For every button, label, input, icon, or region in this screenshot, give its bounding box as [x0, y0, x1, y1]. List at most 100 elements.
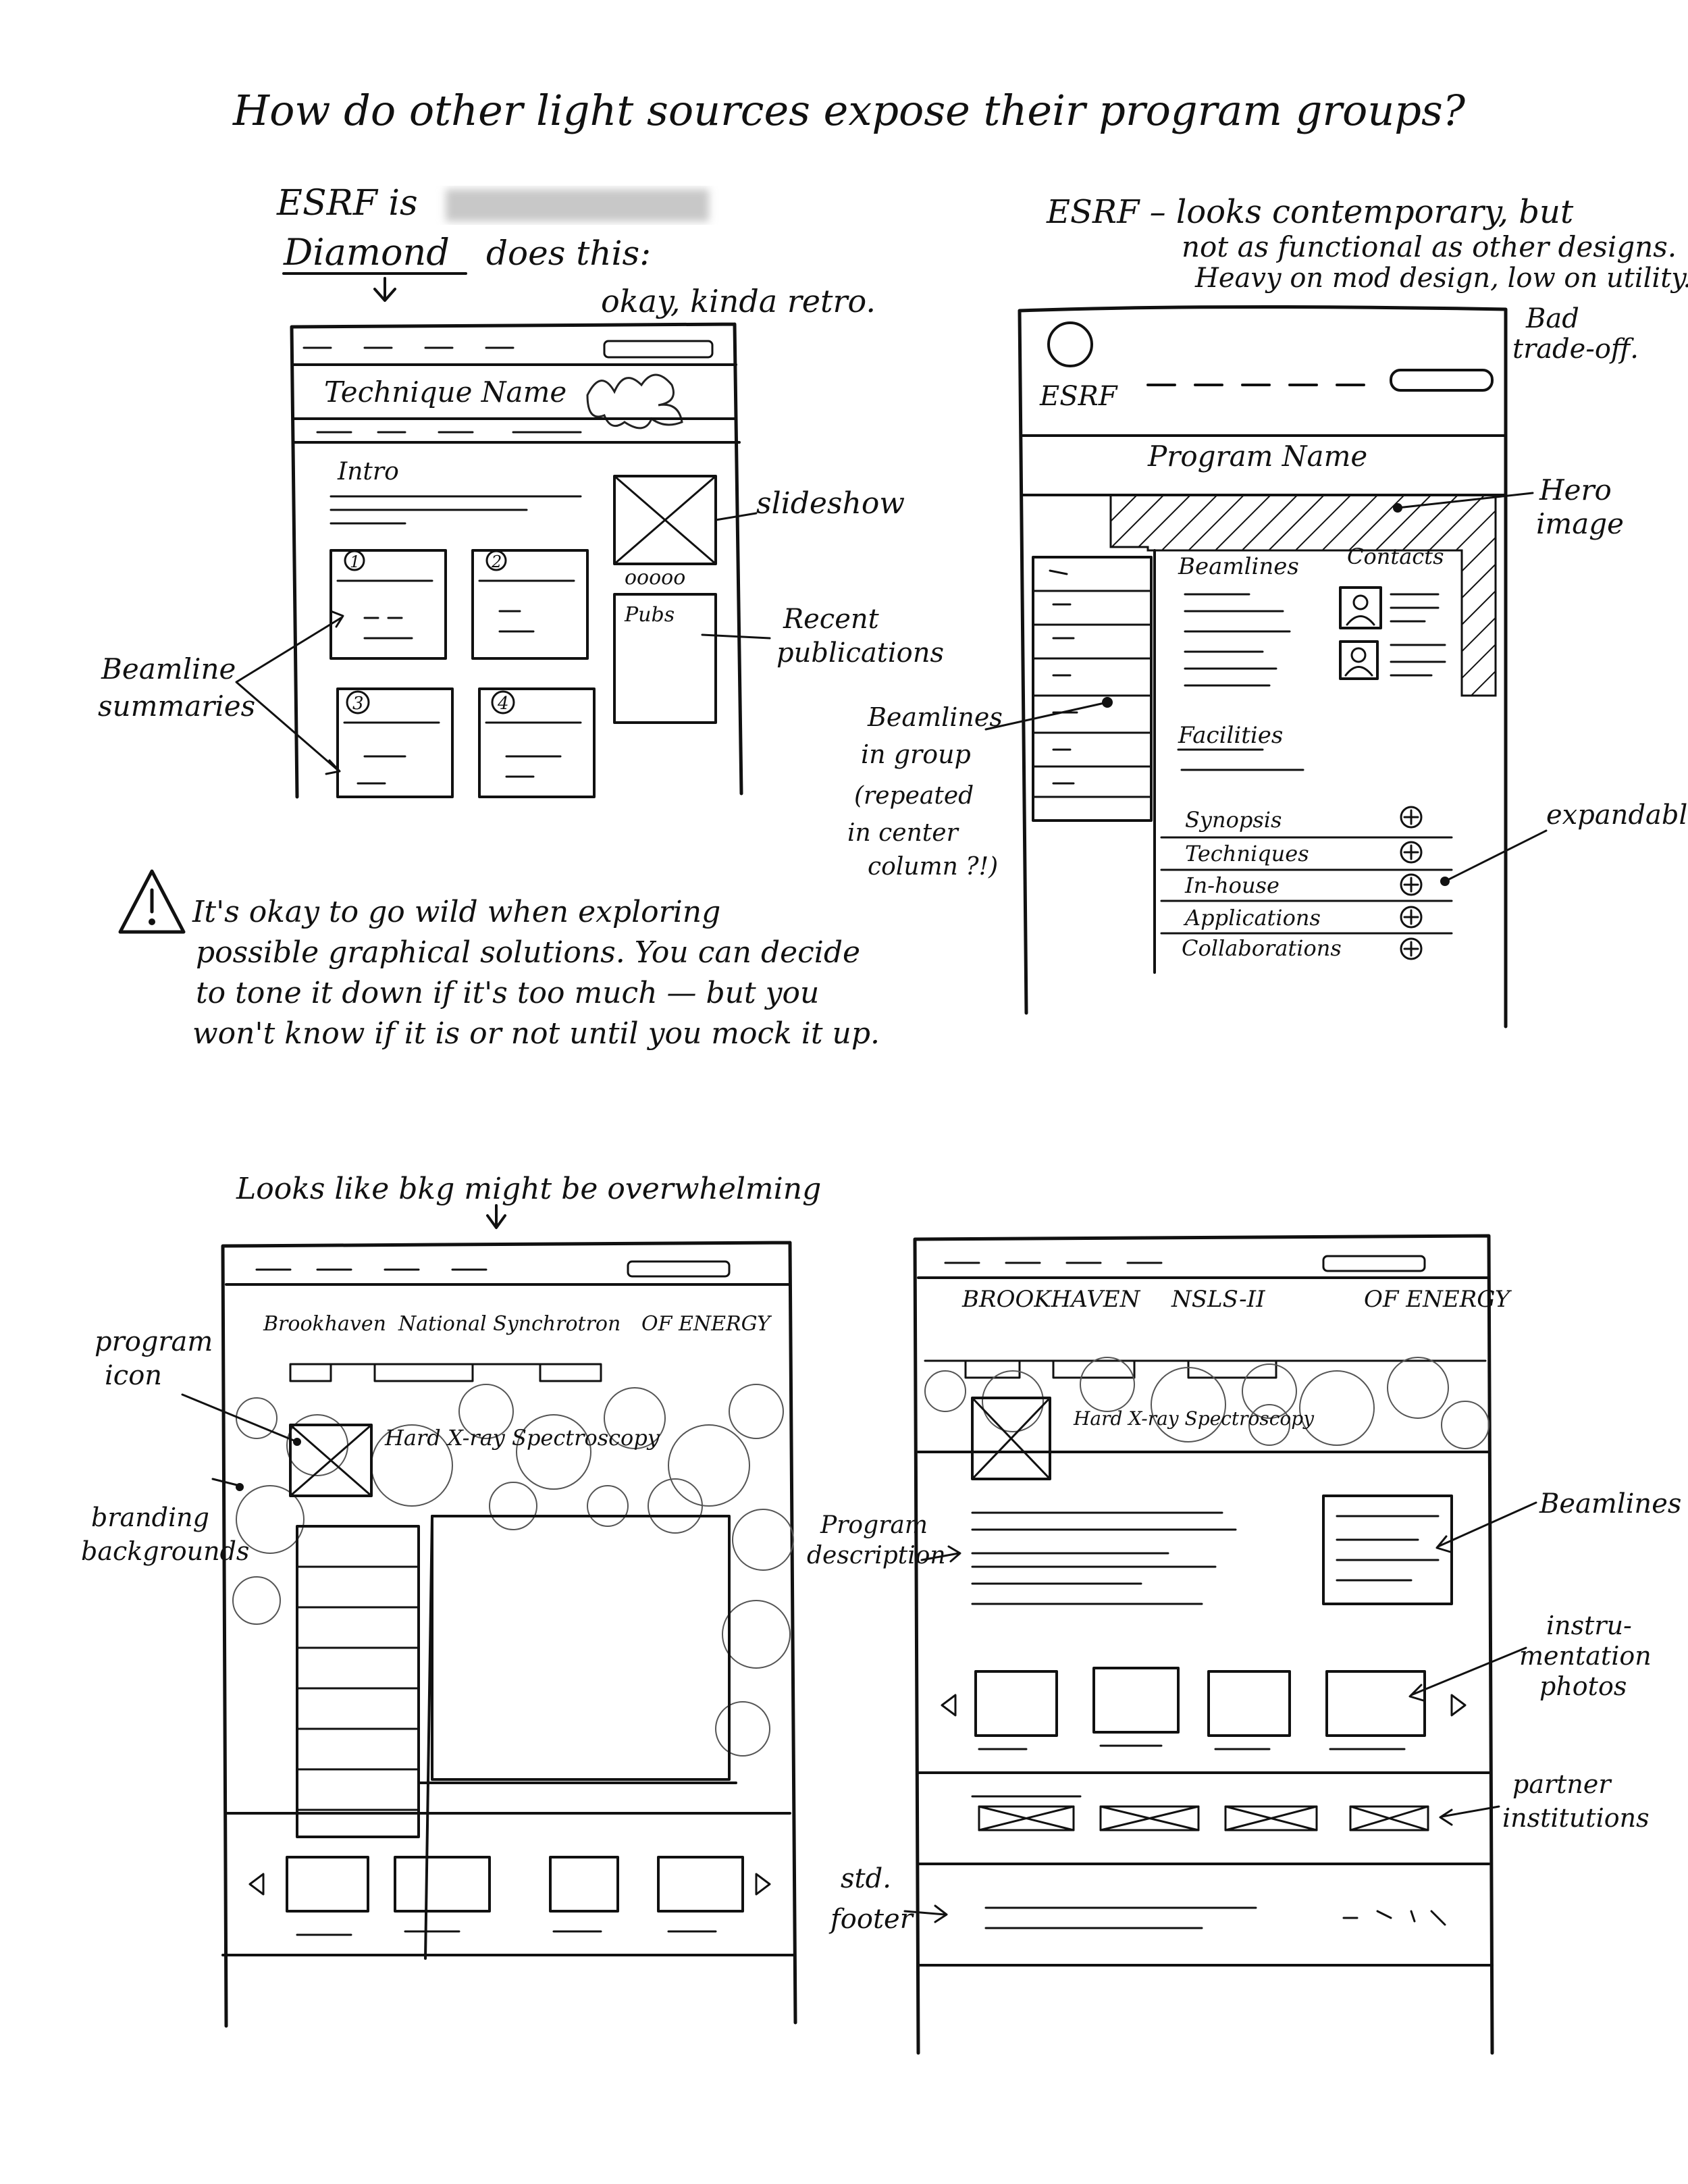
annotation-partner-2: institutions: [1502, 1803, 1650, 1833]
diamond-mockup: Technique Name Intro ooooo Pubs 1 2 3: [290, 322, 743, 799]
annotation-instrumentation-2: mentation: [1519, 1641, 1652, 1671]
annotation-recent-2: publications: [776, 638, 944, 669]
annotation-program-description-2: description: [807, 1542, 946, 1569]
esrf-logo-circle-icon: [1047, 321, 1093, 367]
plus-circle-icon: [1400, 806, 1423, 829]
annotation-footer-2: footer: [828, 1904, 915, 1935]
hand-scribble-decoration: [586, 373, 683, 430]
down-arrow-icon: [486, 1204, 506, 1229]
annotation-instrumentation-1: instru-: [1546, 1611, 1632, 1640]
contacts-label: Contacts: [1347, 544, 1444, 569]
annotation-partner-1: partner: [1512, 1769, 1612, 1799]
carousel-photo: [286, 1856, 369, 1913]
beamline-card-1: 1: [329, 549, 447, 660]
program-icon-pointer: [181, 1393, 298, 1443]
warning-line-2: possible graphical solutions. You can de…: [196, 935, 860, 970]
instrumentation-pointer: [1408, 1646, 1527, 1702]
warning-line-4: won't know if it is or not until you moc…: [192, 1016, 880, 1051]
down-arrow-icon: [373, 277, 396, 302]
warning-icon: [118, 869, 186, 934]
esrf-comment-4: Bad: [1525, 303, 1579, 334]
annotation-beamlines-group-4: in center: [847, 819, 959, 847]
annotation-branding-2: backgrounds: [81, 1536, 249, 1566]
mockup-a-nav-mid: National Synchrotron: [398, 1312, 621, 1336]
mockup-a-content-panel: [431, 1515, 731, 1781]
plus-circle-icon: [1400, 841, 1423, 864]
plus-circle-icon: [1400, 906, 1423, 929]
plus-circle-icon: [1400, 873, 1423, 896]
expandable-item-collaborations[interactable]: Collaborations: [1182, 935, 1342, 961]
annotation-beamline-summaries-1: Beamline: [101, 652, 236, 685]
beamline-summaries-pointer: [235, 610, 344, 775]
svg-text:1: 1: [350, 552, 360, 571]
annotation-beamlines-group-3: (repeated: [854, 782, 974, 810]
expandable-item-applications[interactable]: Applications: [1183, 905, 1321, 931]
warning-line-1: It's okay to go wild when exploring: [192, 895, 720, 929]
esrf-comment-2: not as functional as other designs.: [1182, 230, 1677, 263]
mockup-b-nav-mid: NSLS-II: [1171, 1286, 1265, 1313]
annotation-program-icon-2: icon: [105, 1360, 162, 1391]
intro-label: Intro: [337, 458, 399, 486]
annotation-slideshow: slideshow: [756, 486, 905, 521]
beamline-card-4: 4: [478, 687, 596, 798]
annotation-hero-1: Hero: [1539, 473, 1612, 506]
pubs-label: Pubs: [624, 603, 675, 627]
svg-text:2: 2: [491, 552, 502, 571]
pointer-dot: [1102, 697, 1113, 708]
mockup-b-nav-right: OF ENERGY: [1364, 1286, 1512, 1313]
beamlines-label: Beamlines: [1178, 553, 1299, 580]
hero-image-area: [1109, 494, 1497, 697]
beamlines-box: [1322, 1494, 1453, 1605]
hero-pointer: [1396, 492, 1534, 509]
mockup-a: Brookhaven National Synchrotron OF ENERG…: [221, 1241, 797, 2028]
instrumentation-photo: [974, 1670, 1058, 1737]
mockup-b-program-title: Hard X-ray Spectroscopy: [1073, 1407, 1315, 1430]
carousel-next-icon: [1450, 1694, 1467, 1717]
pubs-pointer: [701, 633, 771, 640]
mockup-a-remark: Looks like bkg might be overwhelming: [236, 1172, 821, 1206]
expandable-item-synopsis[interactable]: Synopsis: [1185, 807, 1282, 833]
warning-line-3: to tone it down if it's too much — but y…: [196, 976, 819, 1010]
mockup-b: BROOKHAVEN NSLS-II OF ENERGY Hard X-ray …: [913, 1234, 1512, 2055]
expandable-list: Synopsis Techniques In-house Application…: [1160, 806, 1453, 961]
program-icon-placeholder: [971, 1397, 1051, 1480]
carousel-photo: [549, 1856, 619, 1913]
carousel-prev-icon: [941, 1694, 957, 1717]
mockup-a-program-title: Hard X-ray Spectroscopy: [384, 1425, 660, 1451]
technique-name-label: Technique Name: [324, 375, 566, 409]
instrumentation-photo: [1207, 1670, 1291, 1737]
mockup-b-nav-left: BROOKHAVEN: [961, 1286, 1141, 1313]
program-description-pointer: [920, 1545, 961, 1563]
beamlines-pointer: [1435, 1501, 1537, 1553]
expandable-item-techniques[interactable]: Techniques: [1185, 841, 1309, 866]
facilities-label: Facilities: [1178, 722, 1283, 749]
carousel-photo: [394, 1856, 491, 1913]
esrf-comment-5: trade-off.: [1512, 334, 1639, 365]
beamlines-group-pointer: [984, 701, 1109, 731]
annotation-program-icon-1: program: [95, 1326, 213, 1357]
expandable-item-in-house[interactable]: In-house: [1184, 873, 1280, 898]
program-icon-placeholder: [289, 1424, 373, 1497]
annotation-beamlines-group-1: Beamlines: [867, 702, 1003, 732]
esrf-comment-1: ESRF – looks contemporary, but: [1046, 193, 1574, 231]
expandable-pointer: [1444, 829, 1548, 883]
annotation-program-description-1: Program: [820, 1511, 928, 1539]
annotation-recent-1: Recent: [783, 604, 880, 635]
carousel-prev-icon: [248, 1873, 265, 1896]
partner-pointer: [1439, 1805, 1500, 1826]
pubs-box: [613, 593, 717, 724]
beamline-list: [1032, 556, 1153, 822]
carousel-next-icon: [755, 1873, 771, 1896]
annotation-branding-1: branding: [91, 1503, 209, 1532]
pointer-dot: [1393, 503, 1402, 513]
annotation-beamlines: Beamlines: [1539, 1488, 1681, 1519]
branding-bubbles: [924, 1357, 1489, 1449]
mockup-a-nav-right: OF ENERGY: [641, 1312, 772, 1336]
beamline-card-2: 2: [471, 549, 589, 660]
esrf-comment-3: Heavy on mod design, low on utility.: [1194, 263, 1688, 294]
mockup-a-nav-left: Brookhaven: [263, 1312, 386, 1336]
pointer-dot: [1440, 877, 1450, 886]
carousel-photo: [657, 1856, 744, 1913]
annotation-footer-1: std.: [841, 1863, 891, 1894]
